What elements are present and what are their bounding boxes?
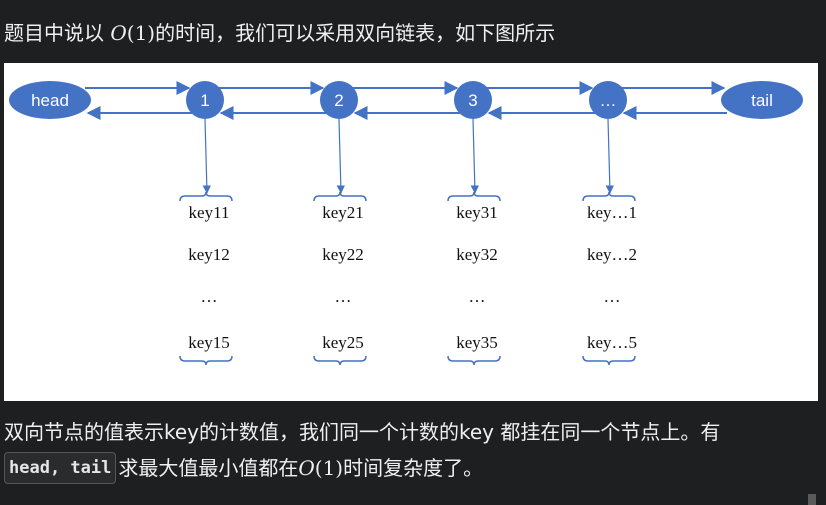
linked-list-diagram: head tail 1 2 3 … key11 key12 … key15 key21 key22 ……: [4, 63, 818, 401]
description-math-o: O: [298, 456, 315, 480]
count-node-label: 1: [200, 91, 209, 110]
count-node-label: …: [600, 91, 617, 110]
description-math-arg: (1): [314, 456, 344, 480]
bucket-bottom-brace: [447, 355, 501, 366]
bucket-arrow: [470, 118, 479, 194]
count-node: [320, 81, 358, 119]
bucket-key: key21: [322, 203, 364, 222]
count-node: [589, 81, 627, 119]
heading-math: O(1): [110, 21, 155, 45]
bucket-key: key25: [322, 333, 364, 352]
bucket-arrow: [605, 118, 614, 194]
heading-math-arg: (1): [126, 21, 156, 45]
bucket-top-brace: [179, 191, 233, 202]
scroll-indicator: [808, 494, 816, 505]
bucket-key: …: [604, 287, 621, 306]
count-node-label: 2: [334, 91, 343, 110]
tail-node: [721, 81, 803, 119]
bucket-key: …: [201, 287, 218, 306]
bucket-key: key11: [189, 203, 230, 222]
description-line2-suffix: 时间复杂度了。: [343, 456, 484, 480]
head-label: head: [31, 91, 69, 110]
bucket-key: key…1: [587, 203, 637, 222]
bucket-bottom-brace: [179, 355, 233, 366]
count-node-label: 3: [468, 91, 477, 110]
bucket-key: …: [469, 287, 486, 306]
count-node: [454, 81, 492, 119]
count-node: [186, 81, 224, 119]
bucket-top-brace: [447, 191, 501, 202]
bucket-key: key22: [322, 245, 364, 264]
bucket-key: key12: [188, 245, 230, 264]
bucket-top-brace: [313, 191, 367, 202]
bucket-bottom-brace: [582, 355, 636, 366]
description-line-1: 双向节点的值表示key的计数值，我们同一个计数的key 都挂在同一个节点上。有: [4, 420, 721, 444]
diagram-svg: head tail 1 2 3 … key11 key12 … key15 key21 key22 ……: [9, 81, 803, 366]
bucket-key: key15: [188, 333, 230, 352]
bucket-bottom-brace: [313, 355, 367, 366]
heading-prefix: 题目中说以: [4, 21, 111, 45]
bucket-key: …: [335, 287, 352, 306]
inline-code: head, tail: [4, 452, 117, 484]
description-line2-prefix: 求最大值最小值都在: [118, 456, 299, 480]
description-math: O(1): [298, 454, 343, 482]
heading-math-o: O: [110, 21, 127, 45]
bucket-key: key…5: [587, 333, 637, 352]
heading-suffix: 的时间，我们可以采用双向链表，如下图所示: [155, 21, 556, 45]
bucket-top-brace: [582, 191, 636, 202]
head-node: [9, 81, 91, 119]
bucket-key: key35: [456, 333, 498, 352]
tail-label: tail: [751, 91, 773, 110]
bucket-key: key…2: [587, 245, 637, 264]
heading-text: 题目中说以 O(1)的时间，我们可以采用双向链表，如下图所示: [4, 20, 555, 46]
bucket-arrow: [336, 118, 345, 194]
bucket-key: key31: [456, 203, 498, 222]
bucket-key: key32: [456, 245, 498, 264]
bucket-arrow: [202, 118, 211, 194]
